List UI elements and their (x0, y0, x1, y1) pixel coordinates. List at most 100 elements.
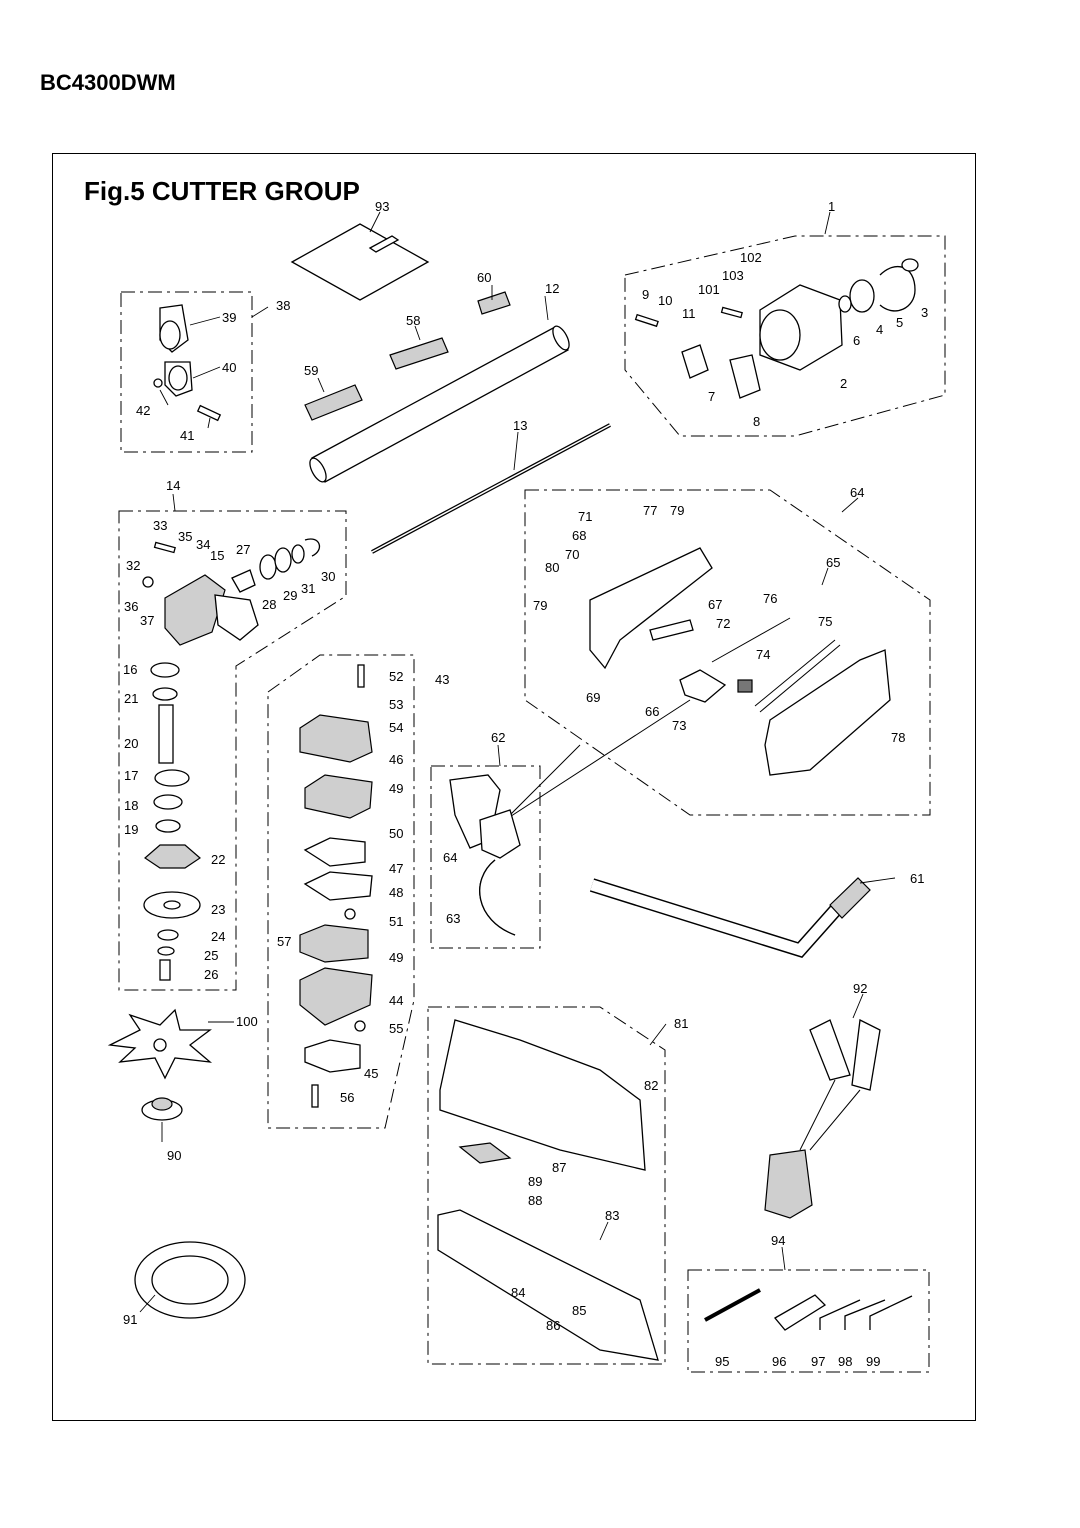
callout-7: 7 (708, 389, 715, 404)
callout-96: 96 (772, 1354, 786, 1369)
callout-67: 67 (708, 597, 722, 612)
callout-36: 36 (124, 599, 138, 614)
callout-11: 11 (682, 306, 696, 321)
callout-53: 53 (389, 697, 403, 712)
callout-20: 20 (124, 736, 138, 751)
callout-86: 86 (546, 1318, 560, 1333)
callout-44: 44 (389, 993, 403, 1008)
figure-frame (52, 153, 976, 1421)
callout-49b: 49 (389, 950, 403, 965)
callout-77: 77 (643, 503, 657, 518)
callout-80: 80 (545, 560, 559, 575)
callout-45: 45 (364, 1066, 378, 1081)
callout-14: 14 (166, 478, 180, 493)
callout-58: 58 (406, 313, 420, 328)
callout-49: 49 (389, 781, 403, 796)
model-name: BC4300DWM (40, 70, 176, 95)
callout-8: 8 (753, 414, 760, 429)
callout-25: 25 (204, 948, 218, 963)
callout-6: 6 (853, 333, 860, 348)
callout-23: 23 (211, 902, 225, 917)
callout-26: 26 (204, 967, 218, 982)
callout-47: 47 (389, 861, 403, 876)
callout-52: 52 (389, 669, 403, 684)
callout-39: 39 (222, 310, 236, 325)
callout-97: 97 (811, 1354, 825, 1369)
callout-43: 43 (435, 672, 449, 687)
callout-22: 22 (211, 852, 225, 867)
callout-numbers: 93 1 102 103 101 60 12 9 10 11 38 39 58 … (123, 199, 928, 1369)
callout-91: 91 (123, 1312, 137, 1327)
callout-93: 93 (375, 199, 389, 214)
callout-89: 89 (528, 1174, 542, 1189)
callout-18: 18 (124, 798, 138, 813)
callout-88: 88 (528, 1193, 542, 1208)
callout-5: 5 (896, 315, 903, 330)
callout-4: 4 (876, 322, 883, 337)
callout-75: 75 (818, 614, 832, 629)
callout-87: 87 (552, 1160, 566, 1175)
callout-30: 30 (321, 569, 335, 584)
callout-15: 15 (210, 548, 224, 563)
callout-13: 13 (513, 418, 527, 433)
callout-3: 3 (921, 305, 928, 320)
callout-28: 28 (262, 597, 276, 612)
callout-78: 78 (891, 730, 905, 745)
callout-74: 74 (756, 647, 770, 662)
callout-19: 19 (124, 822, 138, 837)
callout-94: 94 (771, 1233, 785, 1248)
callout-73: 73 (672, 718, 686, 733)
leader-lines (139, 211, 896, 1313)
callout-34: 34 (196, 537, 210, 552)
callout-92: 92 (853, 981, 867, 996)
callout-56: 56 (340, 1090, 354, 1105)
callout-42: 42 (136, 403, 150, 418)
callout-63: 63 (446, 911, 460, 926)
callout-64: 64 (850, 485, 864, 500)
callout-37: 37 (140, 613, 154, 628)
callout-90: 90 (167, 1148, 181, 1163)
callout-69: 69 (586, 690, 600, 705)
callout-84: 84 (511, 1285, 525, 1300)
callout-68: 68 (572, 528, 586, 543)
callout-16: 16 (123, 662, 137, 677)
callout-27: 27 (236, 542, 250, 557)
callout-2: 2 (840, 376, 847, 391)
callout-71: 71 (578, 509, 592, 524)
group-outlines (118, 235, 946, 1373)
callout-82: 82 (644, 1078, 658, 1093)
callout-9: 9 (642, 287, 649, 302)
callout-32: 32 (126, 558, 140, 573)
callout-101: 101 (698, 282, 720, 297)
callout-48: 48 (389, 885, 403, 900)
callout-10: 10 (658, 293, 672, 308)
callout-24: 24 (211, 929, 225, 944)
callout-50: 50 (389, 826, 403, 841)
callout-102: 102 (740, 250, 762, 265)
callout-83: 83 (605, 1208, 619, 1223)
callout-81: 81 (674, 1016, 688, 1031)
callout-85: 85 (572, 1303, 586, 1318)
callout-65: 65 (826, 555, 840, 570)
callout-100: 100 (236, 1014, 258, 1029)
callout-51: 51 (389, 914, 403, 929)
figure-title: Fig.5 CUTTER GROUP (84, 176, 360, 206)
callout-76: 76 (763, 591, 777, 606)
callout-79b: 79 (533, 598, 547, 613)
callout-64b: 64 (443, 850, 457, 865)
callout-21: 21 (124, 691, 138, 706)
callout-38: 38 (276, 298, 290, 313)
callout-70: 70 (565, 547, 579, 562)
callout-33: 33 (153, 518, 167, 533)
callout-40: 40 (222, 360, 236, 375)
callout-35: 35 (178, 529, 192, 544)
callout-55: 55 (389, 1021, 403, 1036)
callout-57: 57 (277, 934, 291, 949)
callout-79: 79 (670, 503, 684, 518)
callout-66: 66 (645, 704, 659, 719)
callout-98: 98 (838, 1354, 852, 1369)
callout-59: 59 (304, 363, 318, 378)
callout-95: 95 (715, 1354, 729, 1369)
callout-46: 46 (389, 752, 403, 767)
